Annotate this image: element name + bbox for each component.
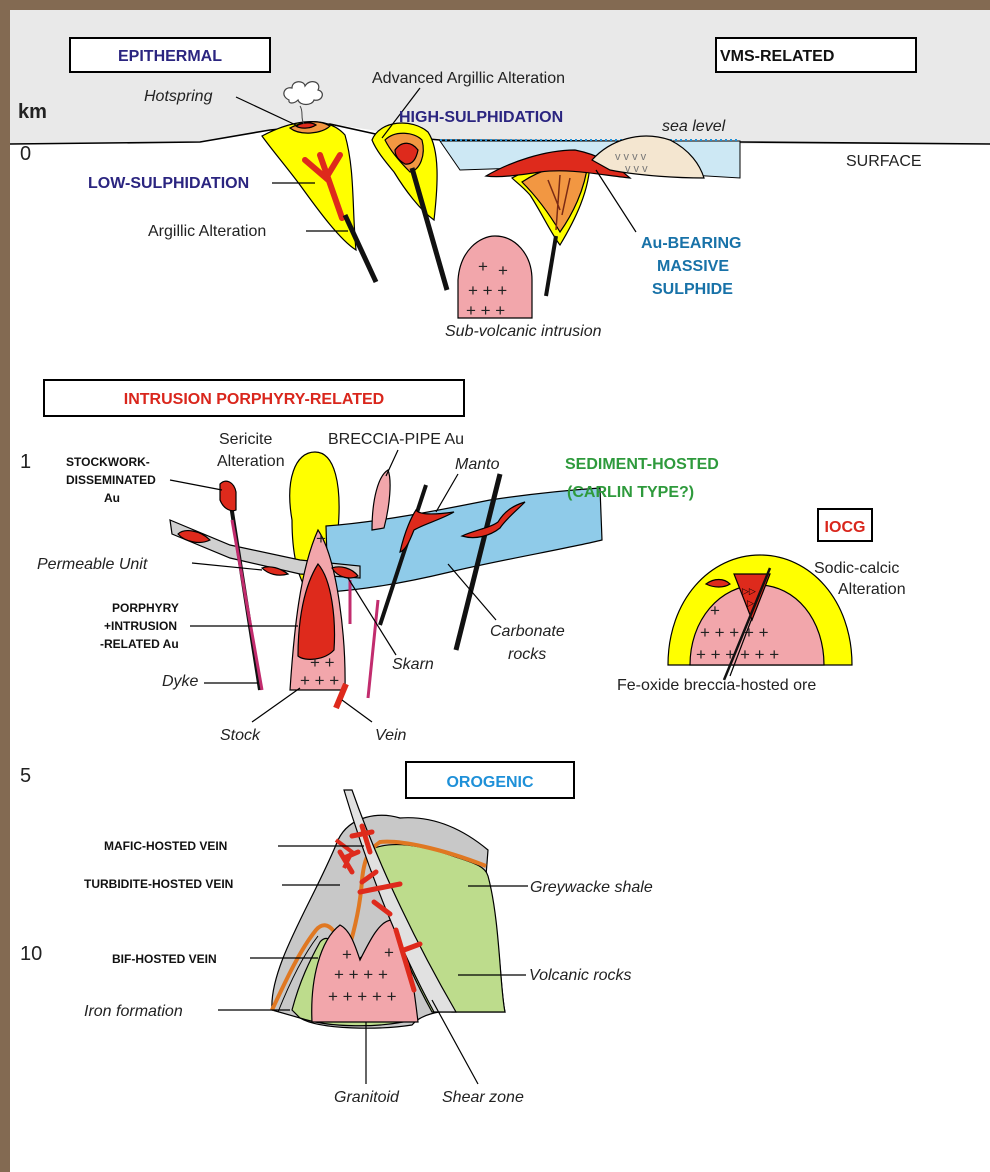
iocg-ore-label: Fe-oxide breccia-hosted ore <box>617 677 816 694</box>
sea-level-label: sea level <box>662 118 726 135</box>
porphyry-au-label-1: PORPHYRY <box>112 601 179 615</box>
massive-sulphide-label-3: SULPHIDE <box>652 281 733 298</box>
porphyry-au-label-3: -RELATED Au <box>100 637 179 651</box>
depth-10: 10 <box>20 943 42 965</box>
granitoid-plus: + <box>342 945 352 964</box>
intrusion-plus: + <box>478 257 488 276</box>
orogenic-box: OROGENIC <box>406 762 574 798</box>
svg-text:VMS-RELATED: VMS-RELATED <box>720 48 834 65</box>
sericite-label-2: Alteration <box>217 453 285 470</box>
breccia-triangles: ▷▷ <box>742 586 756 596</box>
low-sulph-label: LOW-SULPHIDATION <box>88 175 249 192</box>
iocg-box: IOCG <box>818 509 872 541</box>
depth-1: 1 <box>20 451 31 473</box>
hotspring-label: Hotspring <box>144 88 213 105</box>
iocg-plus: + <box>710 601 720 620</box>
iocg-alteration-label-1: Sodic-calcic <box>814 560 899 577</box>
massive-sulphide-label-1: Au-BEARING <box>641 235 741 252</box>
svg-text:OROGENIC: OROGENIC <box>446 774 534 791</box>
granitoid-plus: + + + + <box>334 965 388 984</box>
mound-v-marks: v v v v <box>615 151 647 163</box>
intrusion-plus: + <box>498 261 508 280</box>
depth-unit: km <box>18 101 47 123</box>
permeable-label: Permeable Unit <box>37 556 148 573</box>
svg-text:IOCG: IOCG <box>825 519 866 536</box>
svg-text:EPITHERMAL: EPITHERMAL <box>118 48 222 65</box>
skarn-label: Skarn <box>392 656 434 673</box>
sediment-hosted-label-1: SEDIMENT-HOSTED <box>565 456 719 473</box>
stock-plus: + + + <box>300 671 339 690</box>
advanced-argillic-label: Advanced Argillic Alteration <box>372 70 565 87</box>
depth-5: 5 <box>20 765 31 787</box>
vein-label: Vein <box>375 727 407 744</box>
intrusion-label: Sub-volcanic intrusion <box>445 323 602 340</box>
depth-0: 0 <box>20 143 31 165</box>
stockwork-label-1: STOCKWORK- <box>66 455 150 469</box>
stock-label: Stock <box>220 727 261 744</box>
volcanic-label: Volcanic rocks <box>529 967 632 984</box>
argillic-label: Argillic Alteration <box>148 223 266 240</box>
stock-plus: + + <box>310 653 335 672</box>
stockwork-label-2: DISSEMINATED <box>66 473 156 487</box>
greywacke-label: Greywacke shale <box>530 879 653 896</box>
shear-zone-label: Shear zone <box>442 1089 524 1106</box>
sericite-label-1: Sericite <box>219 431 272 448</box>
intrusion-plus: + + + <box>468 281 507 300</box>
granitoid-label: Granitoid <box>334 1089 400 1106</box>
mafic-vein-label: MAFIC-HOSTED VEIN <box>104 839 227 853</box>
bif-vein-label: BIF-HOSTED VEIN <box>112 952 217 966</box>
iron-formation-label: Iron formation <box>84 1003 183 1020</box>
granitoid-plus: + + + + + <box>328 987 397 1006</box>
epithermal-box: EPITHERMAL <box>70 38 270 72</box>
mound-v-marks-2: v v v <box>625 163 648 175</box>
vms-box: VMS-RELATED <box>716 38 916 72</box>
stock-plus: + <box>316 529 326 548</box>
sediment-hosted-label-2: (CARLIN TYPE?) <box>567 484 694 501</box>
svg-text:INTRUSION PORPHYRY-RELATED: INTRUSION PORPHYRY-RELATED <box>124 391 384 408</box>
carbonate-label-2: rocks <box>508 646 546 663</box>
porphyry-box: INTRUSION PORPHYRY-RELATED <box>44 380 464 416</box>
dyke-label: Dyke <box>162 673 199 690</box>
carbonate-label-1: Carbonate <box>490 623 565 640</box>
massive-sulphide-label-2: MASSIVE <box>657 258 729 275</box>
high-sulph-label: HIGH-SULPHIDATION <box>399 109 563 126</box>
surface-label: SURFACE <box>846 153 922 170</box>
iocg-plus: + + + + + <box>700 623 769 642</box>
breccia-pipe-label: BRECCIA-PIPE Au <box>328 431 464 448</box>
granitoid-plus: + <box>384 943 394 962</box>
intrusion-plus: + + + <box>466 301 505 320</box>
porphyry-au-label-2: +INTRUSION <box>104 619 177 633</box>
stockwork-label-3: Au <box>104 491 120 505</box>
iocg-alteration-label-2: Alteration <box>838 581 906 598</box>
manto-label: Manto <box>455 456 500 473</box>
turbidite-vein-label: TURBIDITE-HOSTED VEIN <box>84 877 233 891</box>
